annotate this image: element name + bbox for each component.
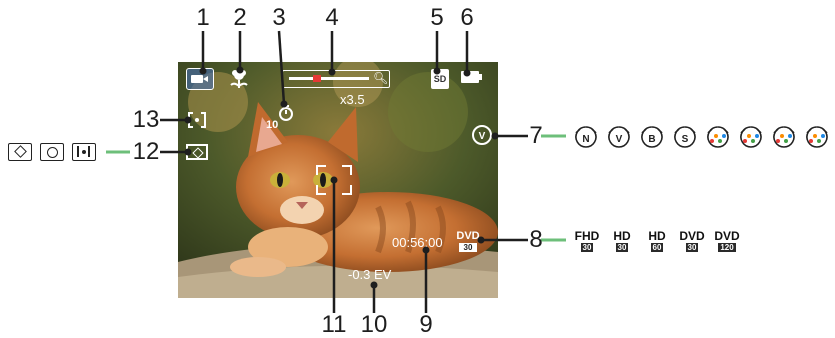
record-time-remaining: 00:56:00 [392, 235, 443, 250]
video-fps-label: 30 [685, 243, 699, 252]
callout-9: 9 [419, 311, 433, 338]
callout-5: 5 [430, 4, 444, 31]
callout-7: 7 [529, 122, 543, 149]
zoom-ratio-text: x3.5 [340, 92, 365, 107]
svg-text:S: S [682, 134, 689, 145]
self-timer-seconds: 10 [266, 119, 279, 131]
exposure-compensation: -0.3 EV [348, 267, 392, 282]
svg-text:V: V [479, 131, 486, 142]
movie-size-badge: DVD 30 [456, 230, 480, 252]
scene-mode-option-3: B [641, 126, 663, 148]
svg-text:V: V [616, 134, 623, 145]
video-fps-label: 120 [718, 243, 736, 252]
svg-text:B: B [648, 134, 655, 145]
macro-flower-icon [230, 70, 248, 88]
video-fps-label: 30 [580, 243, 594, 252]
scene-mode-icon: V [472, 125, 492, 145]
video-size-label: DVD [714, 229, 740, 243]
zoom-track [289, 77, 369, 80]
callout-3: 3 [272, 4, 286, 31]
zoom-indicator [313, 75, 321, 82]
callout-12: 12 [132, 138, 160, 165]
callout-10: 10 [360, 311, 388, 338]
scene-mode-option-7 [773, 126, 795, 148]
scene-mode-option-6 [740, 126, 762, 148]
callout-11: 11 [321, 311, 347, 338]
video-size-label: HD [613, 229, 631, 243]
callout-8: 8 [529, 226, 543, 253]
metering-option-spot [72, 143, 96, 161]
scene-mode-option-5 [707, 126, 729, 148]
camera-mode-icon [186, 68, 214, 90]
callout-4: 4 [325, 4, 339, 31]
video-fps-label: 30 [615, 243, 629, 252]
scene-mode-option-4: S [674, 126, 696, 148]
video-size-label: HD [648, 229, 666, 243]
callout-6: 6 [460, 4, 474, 31]
af-frame [316, 165, 352, 195]
callout-1: 1 [196, 4, 210, 31]
scene-mode-option-1: N [575, 126, 597, 148]
video-size-label: FHD [574, 229, 600, 243]
zoom-magnifier-icon: 🔍︎ [373, 71, 389, 85]
scene-mode-option-8 [806, 126, 828, 148]
metering-option-multi [8, 143, 32, 161]
metering-option-center [40, 143, 64, 161]
callout-2: 2 [233, 4, 247, 31]
svg-text:N: N [582, 134, 589, 145]
video-size-label: DVD [679, 229, 705, 243]
video-fps-label: 60 [650, 243, 664, 252]
callout-13: 13 [132, 106, 160, 133]
scene-mode-option-2: V [608, 126, 630, 148]
